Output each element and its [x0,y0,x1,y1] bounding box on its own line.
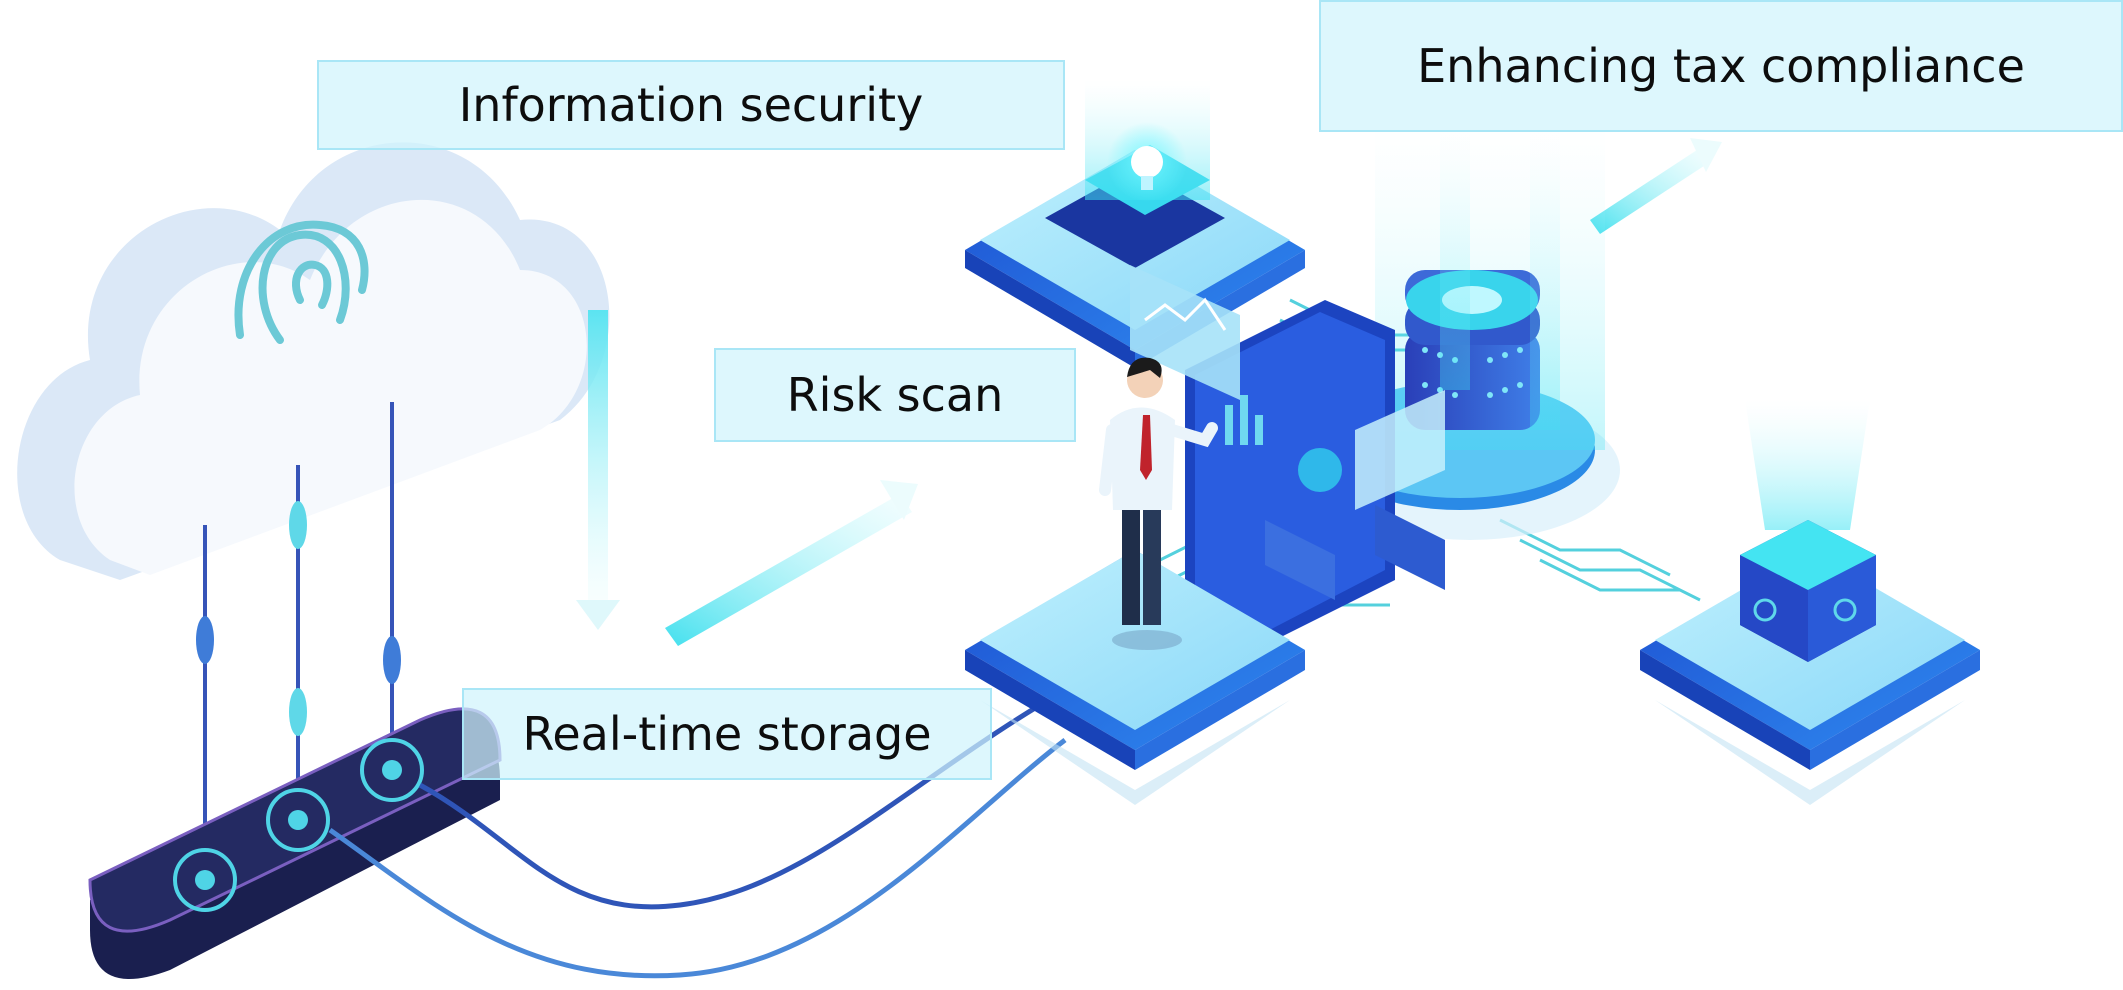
flow-arrow-icon [1590,138,1722,234]
node-pad-icon [88,707,502,979]
lightbulb-icon [1107,122,1187,202]
label-information-security: Information security [317,60,1065,150]
label-tax-compliance: Enhancing tax compliance [1319,0,2123,132]
chart-card [1130,265,1240,400]
cloud-icon [17,142,610,580]
label-risk-scan: Risk scan [714,348,1076,442]
label-tax-compliance-text: Enhancing tax compliance [1417,39,2025,93]
glowing-cube-icon [1740,520,1876,662]
label-information-security-text: Information security [458,78,924,132]
label-risk-scan-text: Risk scan [786,368,1004,422]
fingerprint-icon [234,220,369,344]
flow-arrow-icon [665,480,918,646]
network-cables [328,702,1067,979]
businessman-icon [1099,357,1218,650]
flow-arrow-icon [576,310,620,630]
label-realtime-storage: Real-time storage [462,688,992,780]
label-realtime-storage-text: Real-time storage [522,707,932,761]
bar-card [1265,390,1445,600]
